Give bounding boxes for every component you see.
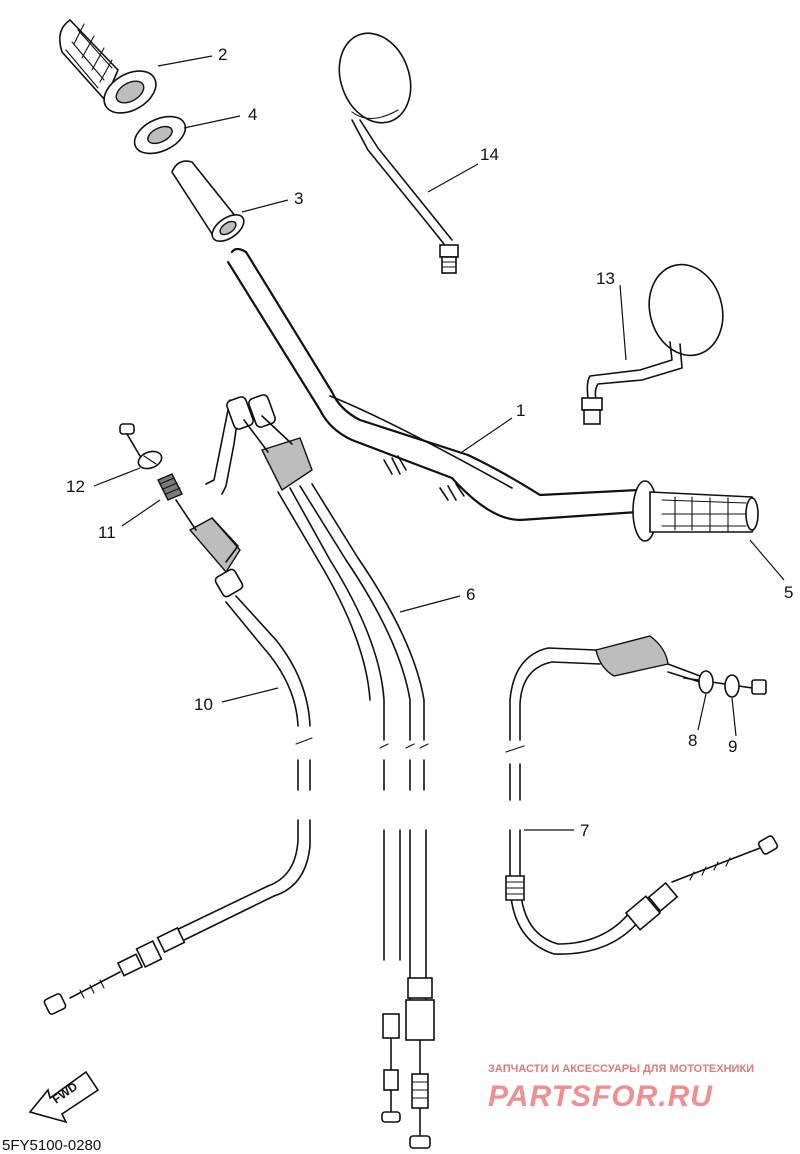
callout-10: 10 [194,695,213,714]
diagram-code: 5FY5100-0280 [2,1137,101,1154]
callout-1: 1 [516,401,525,420]
watermark: ЗАПЧАСТИ И АКСЕССУАРЫ ДЛЯ МОТОТЕХНИКИ PA… [488,1063,754,1113]
callout-6: 6 [466,585,475,604]
callout-14: 14 [480,145,499,164]
watermark-tagline: ЗАПЧАСТИ И АКСЕССУАРЫ ДЛЯ МОТОТЕХНИКИ [488,1063,754,1075]
part-8-9-adjusters [683,670,767,698]
part-3-throttle-tube [171,160,245,242]
callout-11: 11 [98,523,116,542]
part-2-left-grip [59,18,157,114]
fwd-direction-arrow: FWD [28,1070,100,1124]
part-6-throttle-cable [205,394,435,1149]
part-14-left-mirror [338,32,459,274]
part-10-clutch-cable [43,517,313,1015]
callout-13: 13 [596,269,615,288]
part-13-right-mirror [581,263,724,425]
leader-lines [93,55,785,831]
part-5-right-grip [632,480,759,542]
callout-4: 4 [248,105,257,124]
part-1-handlebar [226,247,640,522]
callout-3: 3 [294,189,303,208]
callout-2: 2 [218,45,227,64]
callout-9: 9 [728,737,737,756]
watermark-brand: PARTSFOR.RU [488,1080,713,1113]
callout-5: 5 [784,583,793,602]
part-4-collar [133,115,187,155]
callout-labels: 2 4 3 14 13 1 5 6 7 8 9 10 11 12 [66,45,793,840]
callout-12: 12 [66,477,85,496]
part-7-cable [505,635,779,955]
part-11-12-clutch-adjuster [119,423,197,531]
callout-8: 8 [688,731,697,750]
callout-7: 7 [580,821,589,840]
